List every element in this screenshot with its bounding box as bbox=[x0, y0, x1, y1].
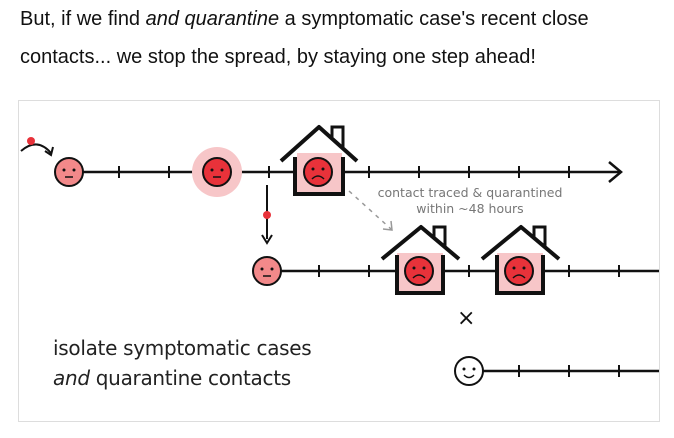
caption-line-1: isolate symptomatic cases bbox=[53, 336, 312, 360]
healthy-person bbox=[454, 356, 484, 386]
timeline-diagram bbox=[20, 125, 659, 386]
contact-tracing-figure: × contact traced & quarantined within ~4… bbox=[18, 100, 660, 422]
annotation-line-2: within ~48 hours bbox=[416, 201, 524, 216]
symptomatic-person bbox=[192, 147, 242, 197]
branch-arrowhead bbox=[261, 234, 273, 245]
intro-line-2: contacts... we stop the spread, by stayi… bbox=[20, 46, 536, 68]
caption-line-2-rest: quarantine contacts bbox=[89, 366, 291, 390]
intro-line-1-start: But, if we find bbox=[20, 8, 146, 30]
quarantine-house-3 bbox=[480, 225, 561, 295]
intro-line-1-italic: and quarantine bbox=[145, 8, 280, 30]
timeline-2-ticks bbox=[318, 265, 620, 277]
annotation-line-1: contact traced & quarantined bbox=[377, 185, 563, 200]
caption-line-2: and quarantine contacts bbox=[53, 363, 311, 393]
intro-paragraph: But, if we find and quarantine a symptom… bbox=[20, 0, 670, 76]
timeline-1-ticks bbox=[118, 166, 570, 178]
timeline-3-ticks bbox=[518, 365, 620, 377]
intro-line-1-end: a symptomatic case's recent close bbox=[279, 8, 589, 30]
caption-italic: and bbox=[53, 366, 90, 390]
incoming-arrowhead bbox=[44, 146, 54, 157]
figure-caption: isolate symptomatic cases and quarantine… bbox=[53, 333, 312, 393]
tracing-arrowhead bbox=[382, 220, 393, 231]
timeline-1-arrowhead bbox=[608, 161, 623, 183]
tracing-annotation: contact traced & quarantined within ~48 … bbox=[375, 185, 565, 217]
branch-infection-dot bbox=[263, 211, 271, 219]
quarantine-house-2 bbox=[380, 225, 461, 295]
blocked-transmission-mark: × bbox=[457, 306, 476, 331]
infected-person-1 bbox=[54, 157, 84, 187]
intro-line-1: But, if we find and quarantine a symptom… bbox=[20, 0, 670, 38]
quarantine-house-1 bbox=[279, 125, 359, 196]
infection-origin-dot bbox=[27, 137, 35, 145]
contact-person-1 bbox=[252, 256, 282, 286]
incoming-infection-arrow bbox=[20, 143, 52, 154]
tracing-dashed-arrow bbox=[348, 190, 392, 230]
